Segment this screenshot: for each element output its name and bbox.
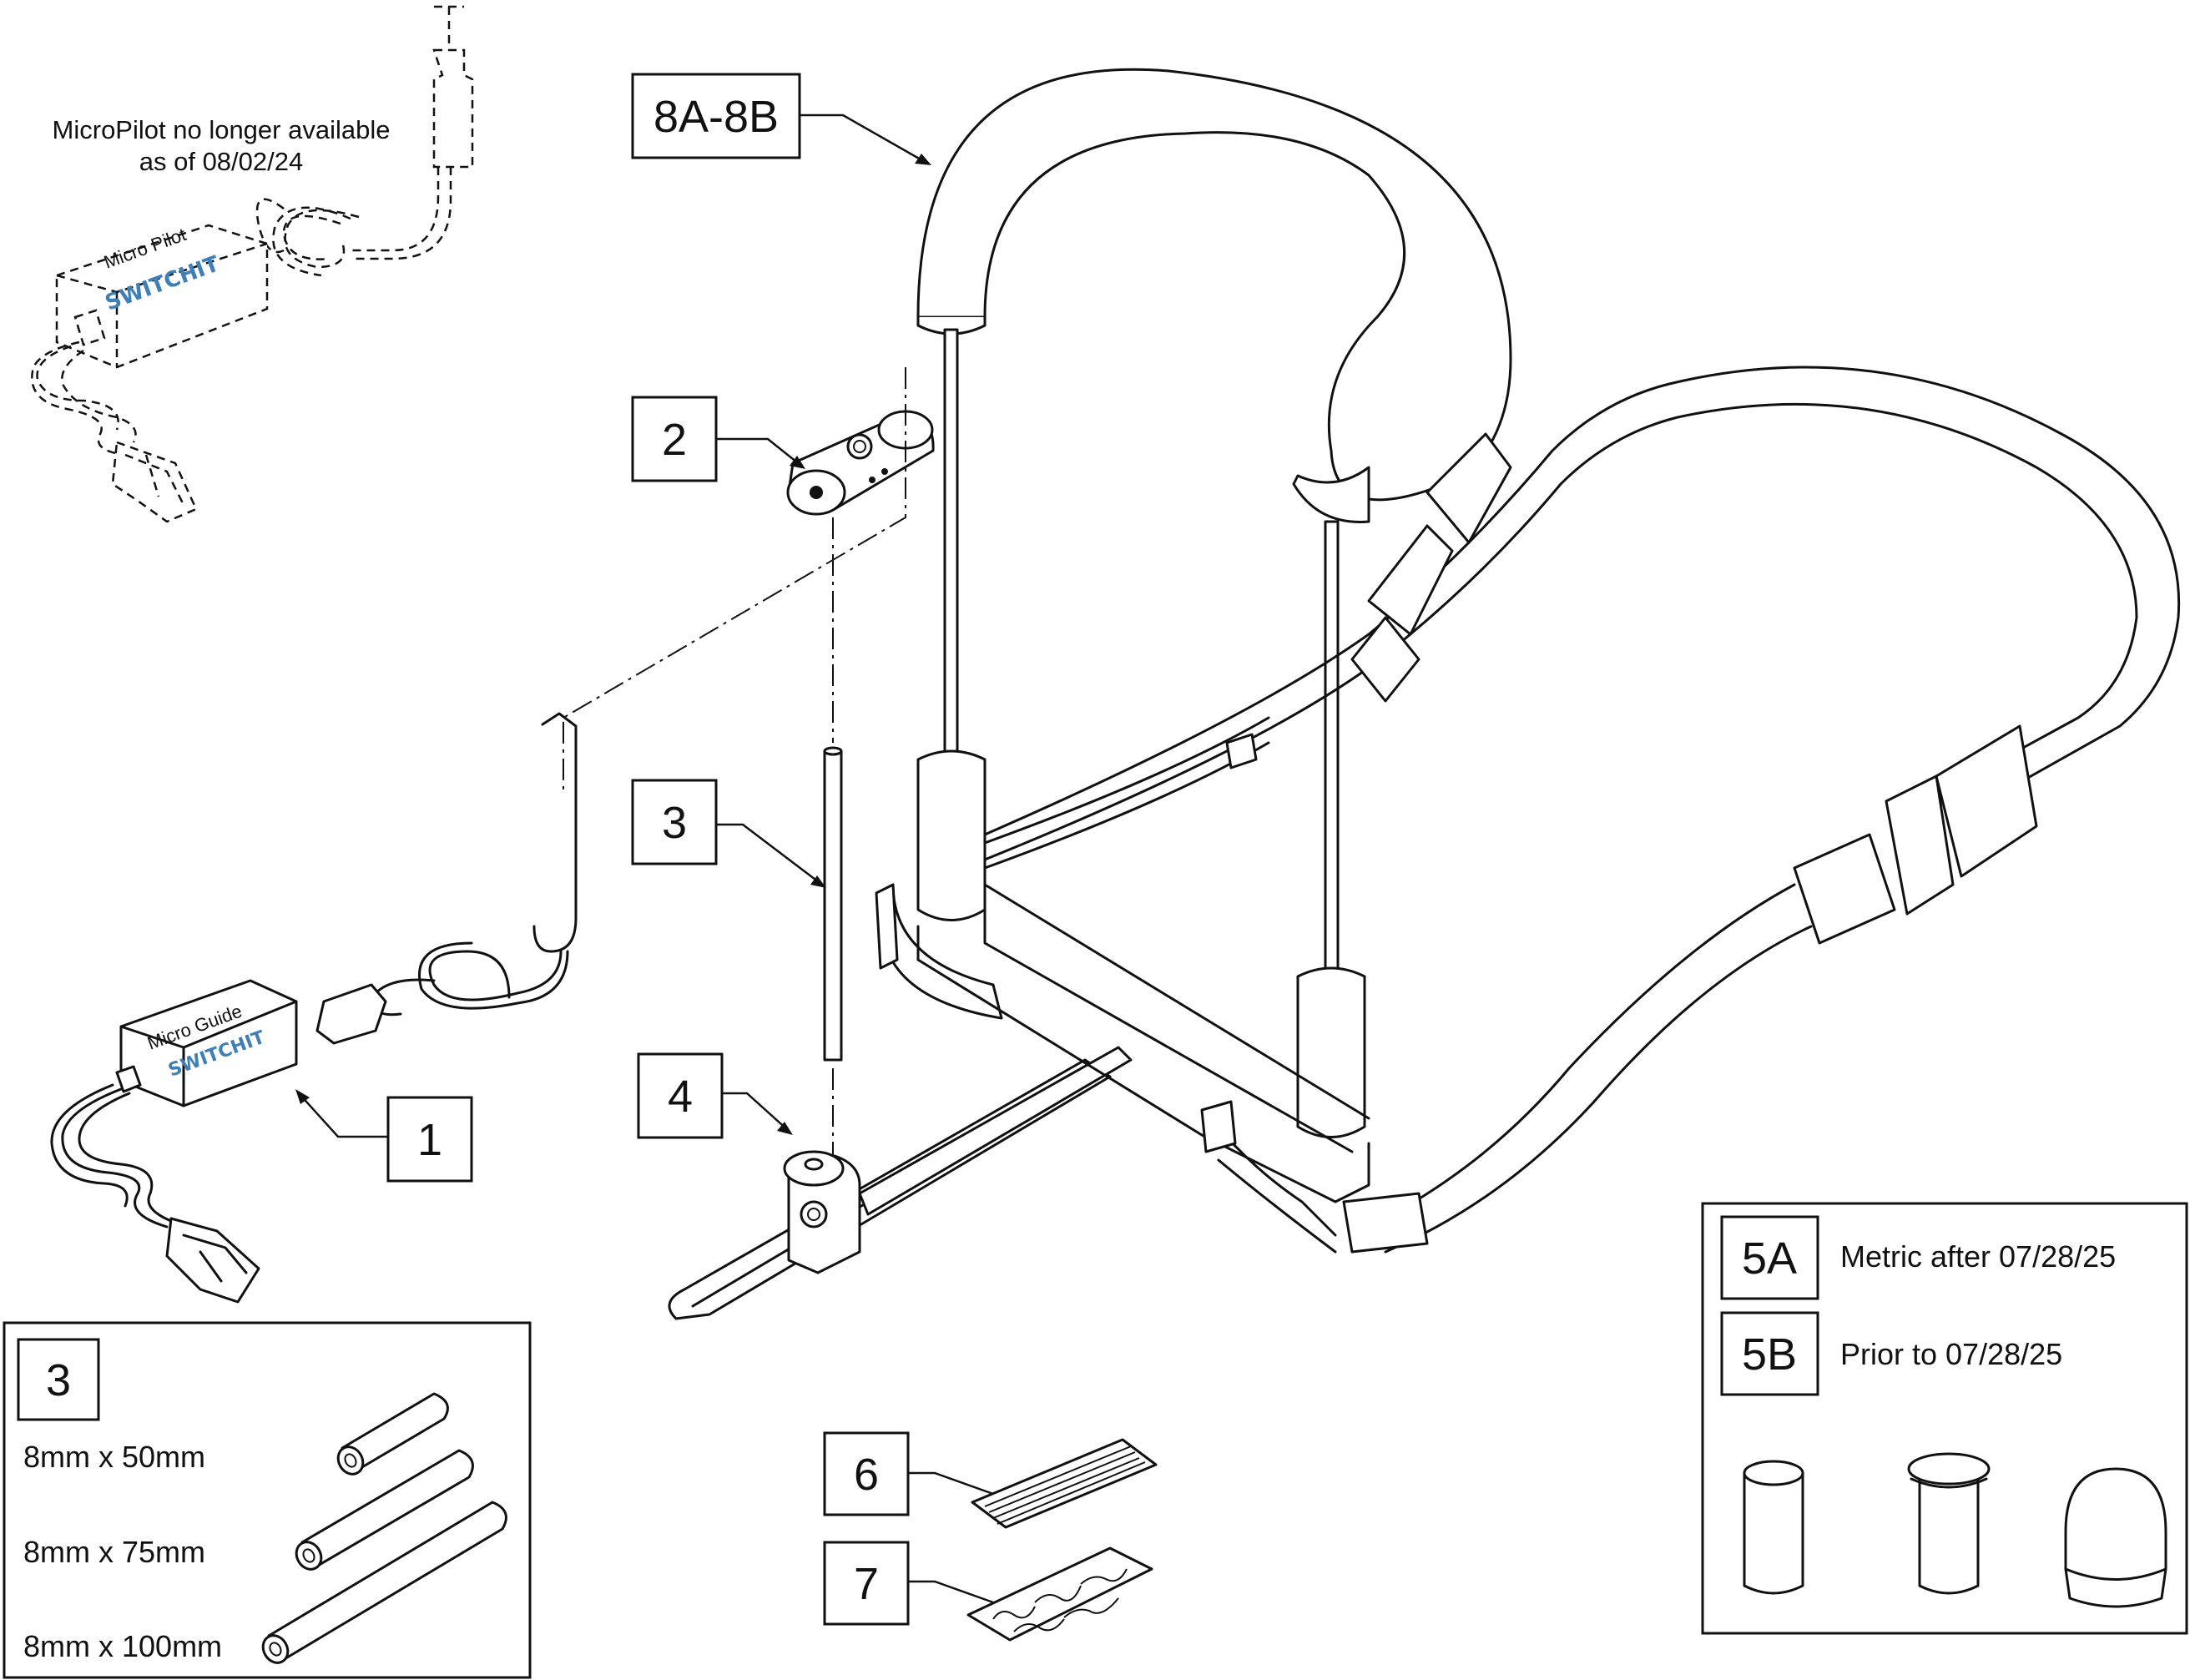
callout-1: 1 xyxy=(295,1089,473,1183)
tube-100-illustration xyxy=(261,1501,507,1664)
callout-4: 4 xyxy=(637,1052,793,1139)
clamp-part-4 xyxy=(668,1046,1133,1320)
microguide-unit: Micro Guide SWITCHIT xyxy=(50,712,578,1304)
note-line-1: MicroPilot no longer available xyxy=(53,115,391,144)
tube-50-illustration xyxy=(336,1392,449,1476)
callout-3: 3 xyxy=(631,779,826,888)
discontinued-note: MicroPilot no longer available as of 08/… xyxy=(53,115,391,176)
cap-dome-illustration xyxy=(2064,1467,2167,1608)
rod-part-3 xyxy=(823,746,843,1062)
tube-size-100: 8mm x 100mm xyxy=(23,1629,222,1663)
callout-6-label: 6 xyxy=(854,1450,879,1500)
tube-size-75: 8mm x 75mm xyxy=(23,1535,205,1569)
callout-2: 2 xyxy=(631,396,805,482)
cap-flanged-illustration xyxy=(1907,1452,1991,1595)
end-caps-box: 5A Metric after 07/28/25 5B Prior to 07/… xyxy=(1701,1202,2188,1635)
callout-1-label: 1 xyxy=(417,1115,442,1165)
callout-7-label: 7 xyxy=(854,1559,879,1609)
assembly-guide-lines xyxy=(563,367,906,1156)
note-line-2: as of 08/02/24 xyxy=(139,147,304,176)
cap-5b-code: 5B xyxy=(1742,1329,1797,1380)
tube-75-illustration xyxy=(295,1449,474,1571)
tube-sizes-box: 3 8mm x 50mm 8mm x 75mm 8mm x 100mm xyxy=(3,1321,532,1679)
micropilot-unit: Micro Pilot SWITCHIT xyxy=(31,5,474,523)
hook-strip-part-6: 6 xyxy=(823,1431,1158,1529)
callout-8a-8b: 8A-8B xyxy=(631,73,931,165)
callout-3-label: 3 xyxy=(662,798,687,848)
cap-plug-illustration xyxy=(1743,1460,1804,1595)
cap-5a-code: 5A xyxy=(1742,1234,1797,1284)
tube-box-number: 3 xyxy=(46,1355,71,1405)
head-support-assembly xyxy=(875,68,2181,1254)
clamp-part-2 xyxy=(786,410,935,516)
callout-4-label: 4 xyxy=(668,1072,693,1122)
cap-5a-text: Metric after 07/28/25 xyxy=(1840,1239,2116,1274)
loop-strip-part-7: 7 xyxy=(823,1541,1153,1642)
tube-size-50: 8mm x 50mm xyxy=(23,1440,205,1474)
callout-8a-8b-label: 8A-8B xyxy=(653,92,779,142)
cap-5b-text: Prior to 07/28/25 xyxy=(1840,1337,2062,1371)
callout-2-label: 2 xyxy=(662,415,687,465)
